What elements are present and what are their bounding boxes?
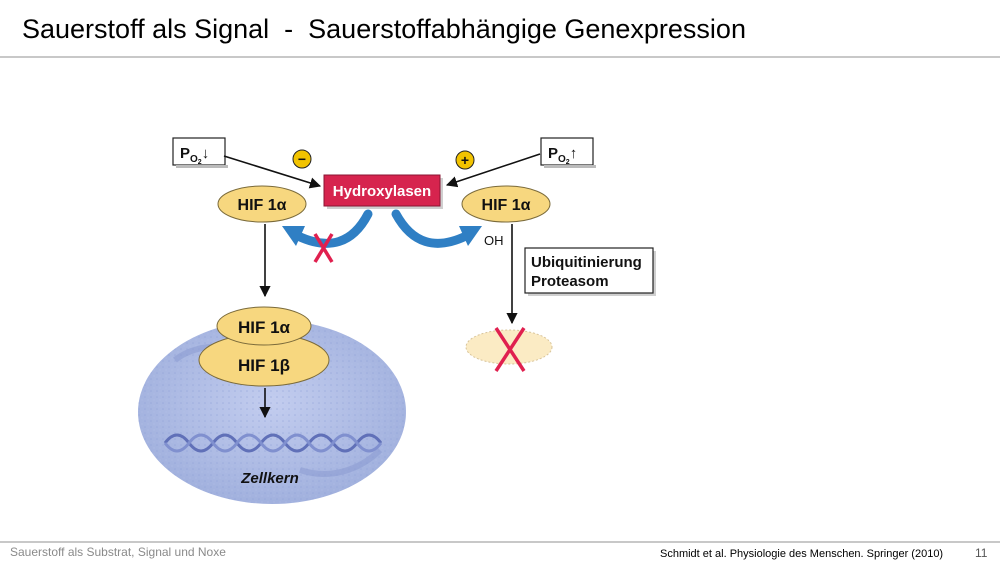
footer-topic: Sauerstoff als Substrat, Signal und Noxe	[10, 545, 226, 559]
hydroxylasen-box	[323, 174, 441, 207]
footer-citation: Schmidt et al. Physiologie des Menschen.…	[660, 548, 944, 560]
ubiquitinierung-label: Ubiquitinierung	[531, 254, 642, 271]
po2-high-p: P	[548, 145, 558, 162]
po2-low-o: O	[190, 154, 198, 165]
page-number: 11	[975, 546, 988, 560]
blue-arrow-right-icon	[391, 209, 482, 248]
ubiquitinierung-box	[524, 247, 654, 294]
po2-high-arrow: ↑	[570, 145, 578, 162]
arrow-po2high-to-hydroxylasen	[445, 153, 541, 188]
hif1a-right-label: HIF 1α	[482, 197, 531, 214]
blue-arrow-left-icon	[282, 209, 373, 248]
po2-high-sub: 2	[566, 159, 570, 166]
po2-low-sub: 2	[198, 159, 202, 166]
oh-label: OH	[484, 233, 504, 248]
svg-text:+: +	[461, 152, 469, 168]
po2-high-o: O	[558, 154, 566, 165]
cross-right-icon	[494, 327, 526, 372]
hif1b-label: HIF 1β	[238, 356, 290, 375]
footer-divider	[0, 541, 1000, 543]
po2-low-p: P	[180, 145, 190, 162]
hif1a-right-oval	[461, 185, 551, 223]
hif1a-nucleus-oval	[216, 306, 312, 346]
po2-high-box: PO2↑	[540, 137, 596, 168]
proteasom-label: Proteasom	[531, 273, 609, 290]
hif1a-left-label: HIF 1α	[238, 197, 287, 214]
zellkern-label: Zellkern	[240, 470, 299, 487]
hif1a-left-oval	[217, 185, 307, 223]
cross-left-icon	[313, 233, 334, 263]
arrow-po2low-to-hydroxylasen	[223, 155, 322, 189]
hif1a-nucleus-label: HIF 1α	[238, 318, 291, 337]
po2-low-box: PO2↓	[172, 137, 228, 168]
hydroxylasen-label: Hydroxylasen	[333, 183, 431, 200]
svg-text:PO2↑: PO2↑	[548, 145, 577, 166]
title-divider	[0, 56, 1000, 58]
svg-text:−: −	[298, 151, 306, 167]
plus-icon: +	[455, 150, 475, 170]
po2-low-arrow: ↓	[202, 145, 210, 162]
slide-title: Sauerstoff als Signal - Sauerstoffabhäng…	[22, 14, 746, 44]
svg-text:PO2↓: PO2↓	[180, 145, 209, 166]
minus-icon: −	[292, 149, 312, 169]
dna-helix-icon	[163, 433, 383, 453]
